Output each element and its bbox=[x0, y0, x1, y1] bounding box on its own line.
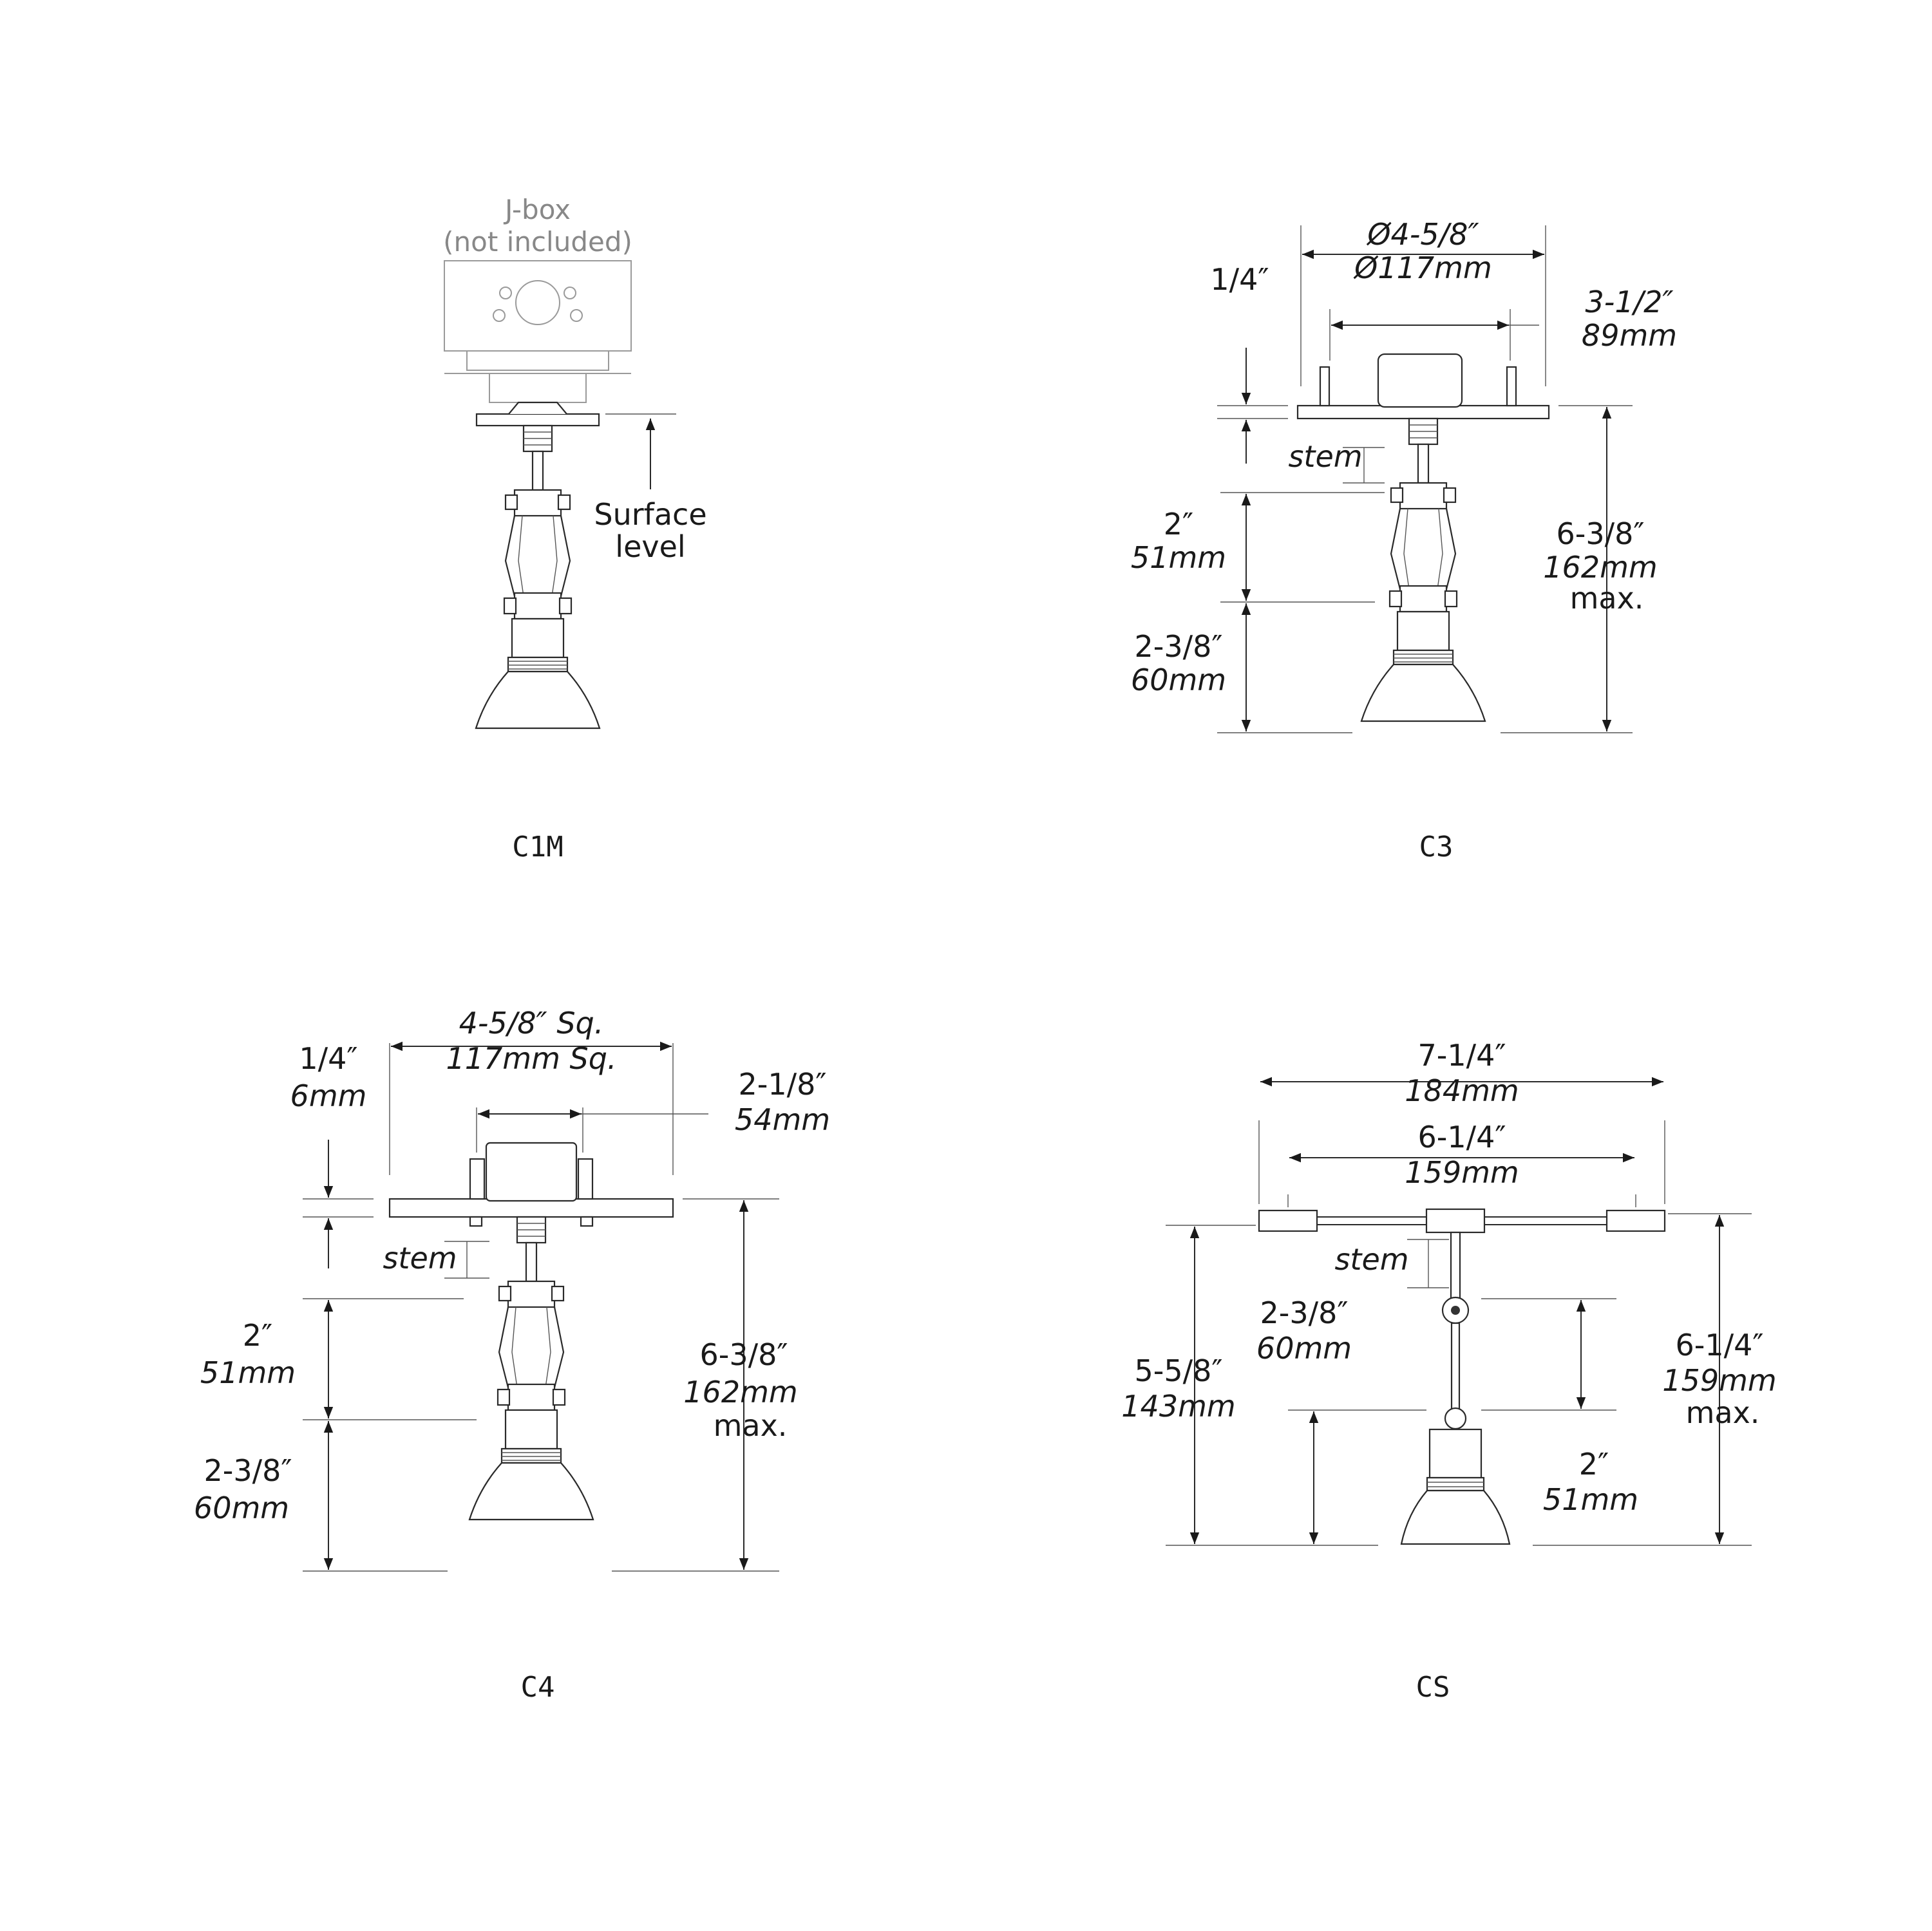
cs-fixture bbox=[1400, 1231, 1511, 1545]
cs-left-overall-in: 5-5/8″ bbox=[1134, 1353, 1222, 1388]
cs-dimensions bbox=[1166, 1077, 1752, 1546]
surface-label-line1: Surface bbox=[594, 497, 706, 532]
c4-flange-mm: 6mm bbox=[290, 1079, 367, 1113]
c4-overall-mm: 162mm bbox=[683, 1375, 797, 1409]
c3-upper-mm: 51mm bbox=[1131, 540, 1226, 575]
c4-upper-in: 2″ bbox=[243, 1318, 272, 1353]
cs-lower-in: 2″ bbox=[1579, 1447, 1609, 1482]
jbox-outline bbox=[444, 260, 632, 403]
cs-overall-max: max. bbox=[1686, 1395, 1760, 1430]
cs-inner-width-in: 6-1/4″ bbox=[1417, 1120, 1506, 1154]
jbox-label-line2: (not included) bbox=[443, 226, 632, 258]
c3-lower-in: 2-3/8″ bbox=[1134, 629, 1222, 664]
cs-rail bbox=[1258, 1120, 1666, 1234]
c3-stem-label: stem bbox=[1288, 439, 1362, 474]
c4-inner-width-in: 2-1/8″ bbox=[738, 1067, 826, 1102]
cs-outer-width-mm: 184mm bbox=[1405, 1073, 1519, 1108]
jbox-label-line1: J-box bbox=[503, 194, 571, 225]
cs-lower-mm: 51mm bbox=[1543, 1482, 1638, 1517]
c3-housing bbox=[1296, 225, 1550, 420]
c4-width-in: 4-5/8″ Sq. bbox=[459, 1006, 604, 1041]
caption-c3: C3 bbox=[1419, 831, 1454, 863]
cs-overall-in: 6-1/4″ bbox=[1675, 1328, 1763, 1362]
c1m-flange bbox=[475, 401, 600, 427]
c1m-surface-dim bbox=[605, 413, 676, 489]
c1m-fixture bbox=[475, 424, 601, 730]
c3-lower-mm: 60mm bbox=[1131, 663, 1226, 697]
c4-lower-mm: 60mm bbox=[194, 1491, 289, 1525]
caption-cs: CS bbox=[1416, 1671, 1450, 1704]
c3-overall-mm: 162mm bbox=[1543, 550, 1657, 585]
cs-left-overall-mm: 143mm bbox=[1121, 1389, 1235, 1424]
c4-overall-in: 6-3/8″ bbox=[699, 1337, 788, 1372]
c4-overall-max: max. bbox=[714, 1408, 788, 1443]
cs-overall-mm: 159mm bbox=[1662, 1363, 1776, 1398]
cs-inner-width-mm: 159mm bbox=[1405, 1155, 1519, 1190]
c4-width-mm: 117mm Sq. bbox=[446, 1041, 616, 1076]
c4-stem-label: stem bbox=[383, 1241, 457, 1276]
diagram-c1m: J-box (not included) Surface level C1M bbox=[443, 194, 706, 863]
c3-diameter-in: Ø4-5/8″ bbox=[1366, 217, 1479, 252]
c3-diameter-mm: Ø117mm bbox=[1353, 250, 1492, 285]
c3-inner-width-in: 3-1/2″ bbox=[1585, 285, 1673, 319]
c4-lower-in: 2-3/8″ bbox=[204, 1453, 292, 1488]
c3-dimensions bbox=[1217, 249, 1633, 733]
c4-inner-width-mm: 54mm bbox=[735, 1102, 830, 1137]
c3-upper-in: 2″ bbox=[1164, 507, 1193, 542]
c3-fixture bbox=[1360, 417, 1486, 722]
cs-mid-mm: 60mm bbox=[1256, 1331, 1352, 1366]
c4-upper-mm: 51mm bbox=[200, 1355, 296, 1390]
c4-flange-in: 1/4″ bbox=[299, 1041, 357, 1076]
caption-c4: C4 bbox=[521, 1671, 555, 1704]
surface-label-line2: level bbox=[615, 529, 685, 564]
diagram-cs: 7-1/4″ 184mm 6-1/4″ 159mm stem 2-3/8″ 60… bbox=[1121, 1038, 1776, 1704]
cs-outer-width-in: 7-1/4″ bbox=[1417, 1038, 1506, 1073]
c3-overall-in: 6-3/8″ bbox=[1556, 516, 1644, 551]
c3-inner-width-mm: 89mm bbox=[1582, 318, 1677, 353]
c3-flange-in: 1/4″ bbox=[1210, 262, 1269, 297]
cs-mid-in: 2-3/8″ bbox=[1260, 1295, 1348, 1330]
cs-stem-label: stem bbox=[1334, 1242, 1408, 1277]
caption-c1m: C1M bbox=[512, 831, 563, 863]
c4-housing bbox=[388, 1043, 674, 1227]
c4-dimensions bbox=[303, 1041, 779, 1572]
diagram-c3: Ø4-5/8″ Ø117mm 3-1/2″ 89mm 1/4″ stem 2″ … bbox=[1131, 217, 1677, 863]
diagram-c4: 4-5/8″ Sq. 117mm Sq. 2-1/8″ 54mm 1/4″ 6m… bbox=[194, 1006, 830, 1704]
c4-fixture bbox=[468, 1216, 594, 1521]
c3-overall-max: max. bbox=[1570, 581, 1644, 616]
